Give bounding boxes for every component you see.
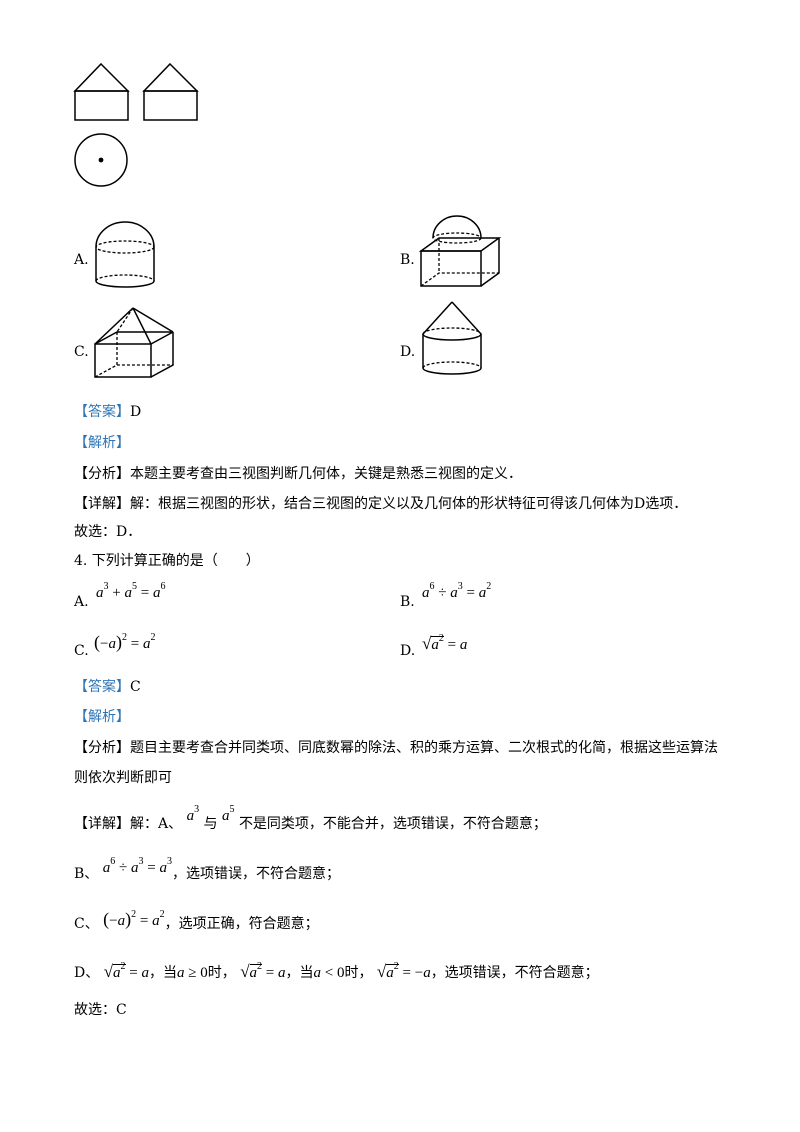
q4-analysis-line-1: 【分析】题目主要考查合并同类项、同底数幂的除法、积的乘方运算、二次根式的化简，根… — [74, 738, 718, 758]
option-a-label: A. — [74, 252, 89, 268]
q4-option-b-label: B. — [400, 594, 415, 610]
q3-answer: D — [130, 404, 142, 420]
detail-d-prefix: D、 — [74, 965, 100, 981]
q3-analysis-text: 本题主要考查由三视图判断几何体，关键是熟悉三视图的定义． — [130, 466, 522, 482]
q4-answer-line: 【答案】C — [74, 677, 141, 697]
detail-c-formula: (−a)2 = a2 — [103, 909, 165, 929]
q4-option-d-label: D. — [400, 643, 416, 659]
q4-option-d-formula: √a2 = a — [422, 633, 468, 653]
q4-detail-a: 【详解】解：A、 a3 与 a5 不是同类项，不能合并，选项错误，不符合题意； — [74, 804, 547, 834]
detail-b-formula: a6 ÷ a3 = a3 — [102, 856, 172, 876]
option-b-figure — [418, 215, 502, 287]
q4-option-b-formula: a6 ÷ a3 = a2 — [422, 581, 492, 601]
detail-d-cond-1: a ≥ 0 — [177, 965, 208, 981]
q4-stem: 4. 下列计算正确的是（ ） — [74, 553, 260, 569]
option-c-figure — [94, 307, 174, 378]
q4-detail-c: C、 (−a)2 = a2，选项正确，符合题意； — [74, 909, 319, 934]
detail-d-when-1: ，当 — [149, 965, 177, 981]
detail-d-formula-2: √a2 = a — [240, 961, 286, 981]
q4-analysis-line-2: 则依次判断即可 — [74, 770, 172, 786]
detail-a-and: 与 — [203, 816, 218, 832]
detail-d-when-2: ，当 — [285, 965, 314, 981]
detail-b-prefix: B、 — [74, 866, 99, 882]
q3-answer-line: 【答案】D — [74, 402, 141, 422]
detail-a-term2: a5 — [221, 804, 235, 824]
q3-analysis-line: 【分析】本题主要考查由三视图判断几何体，关键是熟悉三视图的定义． — [74, 464, 522, 484]
analysis-head: 【分析】 — [74, 466, 130, 482]
detail-a-prefix: 解：A、 — [130, 816, 183, 832]
detail-d-formula-1: √a2 = a — [103, 961, 149, 981]
q3-analysis-tag: 【解析】 — [74, 435, 130, 451]
front-view-figure — [73, 62, 130, 121]
detail-a-text: 不是同类项，不能合并，选项错误，不符合题意； — [238, 816, 547, 832]
q4-detail-d: D、 √a2 = a，当a ≥ 0时， √a2 = a，当a < 0时， √a2… — [74, 959, 599, 983]
side-view-figure — [142, 62, 199, 121]
q4-detail-b: B、 a6 ÷ a3 = a3，选项错误，不符合题意； — [74, 856, 340, 884]
detail-d-text: ，选项错误，不符合题意； — [430, 965, 599, 981]
detail-d-time-1: 时， — [207, 965, 236, 981]
q4-conclusion: 故选：C — [74, 1002, 127, 1018]
option-d-label: D. — [400, 344, 416, 360]
q3-detail-text: 解：根据三视图的形状，结合三视图的定义以及几何体的形状特征可得该几何体为D选项． — [130, 496, 688, 512]
q4-option-c-formula: (−a)2 = a2 — [94, 632, 156, 652]
q4-option-a-formula: a3 + a5 = a6 — [96, 581, 166, 601]
option-c-label: C. — [74, 344, 89, 360]
answer-tag: 【答案】 — [74, 679, 130, 695]
analysis-head: 【分析】 — [74, 740, 130, 756]
q3-conclusion: 故选：D． — [74, 524, 142, 540]
top-view-figure — [74, 133, 128, 187]
q3-detail-line: 【详解】解：根据三视图的形状，结合三视图的定义以及几何体的形状特征可得该几何体为… — [74, 494, 687, 514]
detail-d-cond-2: a < 0 — [313, 965, 345, 981]
q4-analysis-tag: 【解析】 — [74, 709, 130, 725]
option-b-label: B. — [400, 252, 415, 268]
detail-d-formula-3: √a2 = −a — [376, 961, 431, 981]
q4-option-c-label: C. — [74, 643, 89, 659]
q4-answer: C — [130, 679, 141, 695]
q4-analysis-text-1: 题目主要考查合并同类项、同底数幂的除法、积的乘方运算、二次根式的化简，根据这些运… — [130, 740, 718, 756]
detail-c-text: ，选项正确，符合题意； — [164, 916, 319, 932]
q4-option-a-label: A. — [74, 594, 89, 610]
answer-tag: 【答案】 — [74, 404, 130, 420]
detail-c-prefix: C、 — [74, 916, 99, 932]
detail-a-term1: a3 — [186, 804, 200, 824]
detail-d-time-2: 时， — [344, 965, 373, 981]
detail-head: 【详解】 — [74, 816, 130, 832]
option-d-figure — [422, 301, 482, 375]
detail-b-text: ，选项错误，不符合题意； — [171, 866, 340, 882]
option-a-figure — [95, 221, 155, 288]
detail-head: 【详解】 — [74, 496, 130, 512]
